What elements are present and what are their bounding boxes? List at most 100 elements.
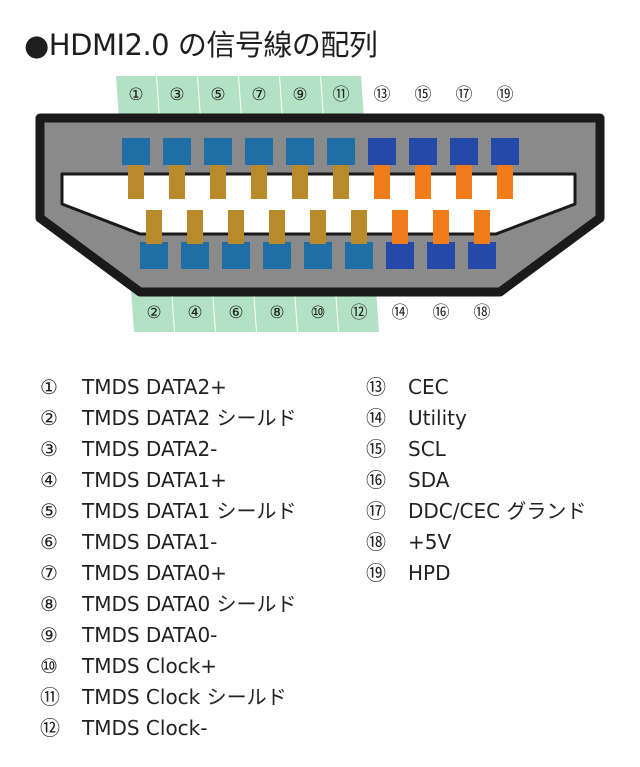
contact-spring-15 — [415, 165, 431, 199]
contact-pad-8 — [263, 242, 291, 269]
pin-label-7: ⑦ — [251, 85, 266, 105]
contact-spring-10 — [310, 210, 326, 244]
legend-signal-label: Utility — [408, 406, 467, 430]
contact-pad-13 — [368, 138, 396, 165]
pin-label-18: ⑱ — [474, 303, 491, 323]
contact-pad-5 — [204, 138, 232, 165]
pin-label-16: ⑯ — [433, 303, 450, 323]
contact-pad-4 — [181, 242, 209, 269]
pin-label-8: ⑧ — [269, 303, 284, 323]
contact-pad-17 — [450, 138, 478, 165]
legend-item: ① TMDS DATA2+ — [40, 375, 227, 399]
contact-spring-8 — [269, 210, 285, 244]
contact-pad-16 — [427, 242, 455, 269]
legend-signal-label: TMDS DATA2+ — [82, 375, 227, 399]
legend-pin-number: ⑤ — [40, 499, 58, 523]
contact-spring-4 — [187, 210, 203, 244]
legend-signal-label: TMDS DATA0- — [82, 623, 218, 647]
legend-signal-label: CEC — [408, 375, 449, 399]
legend-item: ⑪ TMDS Clock シールド — [40, 685, 287, 709]
legend-signal-label: TMDS Clock+ — [82, 654, 218, 678]
contact-spring-13 — [374, 165, 390, 199]
pin-label-4: ④ — [187, 303, 202, 323]
contact-spring-7 — [251, 165, 267, 199]
pin-label-10: ⑩ — [310, 303, 325, 323]
legend-pin-number: ⑨ — [40, 623, 58, 647]
legend-pin-number: ⑥ — [40, 530, 58, 554]
legend-pin-number: ⑮ — [366, 437, 386, 461]
contact-pad-12 — [345, 242, 373, 269]
contact-pad-7 — [245, 138, 273, 165]
legend-pin-number: ② — [40, 406, 58, 430]
legend-item: ⑧ TMDS DATA0 シールド — [40, 592, 297, 616]
pin-label-11: ⑪ — [333, 85, 350, 105]
contact-pad-15 — [409, 138, 437, 165]
contact-pad-19 — [491, 138, 519, 165]
legend-pin-number: ⑪ — [40, 685, 60, 709]
contact-pad-11 — [327, 138, 355, 165]
legend-signal-label: TMDS DATA1 シールド — [82, 499, 297, 523]
pin-label-17: ⑰ — [456, 85, 473, 105]
pin-label-1: ① — [128, 85, 143, 105]
pin-label-9: ⑨ — [292, 85, 307, 105]
legend-signal-label: TMDS Clock- — [82, 716, 208, 740]
contact-spring-1 — [128, 165, 144, 199]
contact-spring-6 — [228, 210, 244, 244]
legend-item: ② TMDS DATA2 シールド — [40, 406, 297, 430]
contact-spring-9 — [292, 165, 308, 199]
contact-spring-14 — [392, 210, 408, 244]
legend-pin-number: ① — [40, 375, 58, 399]
contact-pad-3 — [163, 138, 191, 165]
legend-pin-number: ⑭ — [366, 406, 386, 430]
legend-signal-label: TMDS DATA0+ — [82, 561, 227, 585]
legend-signal-label: HPD — [408, 561, 451, 585]
contact-spring-3 — [169, 165, 185, 199]
legend-signal-label: TMDS DATA0 シールド — [82, 592, 297, 616]
pin-label-14: ⑭ — [392, 303, 409, 323]
legend-pin-number: ⑦ — [40, 561, 58, 585]
pin-label-12: ⑫ — [351, 303, 368, 323]
legend-pin-number: ⑯ — [366, 468, 386, 492]
legend-signal-label: TMDS Clock シールド — [82, 685, 287, 709]
pin-label-19: ⑲ — [497, 85, 514, 105]
legend-pin-number: ⑬ — [366, 375, 386, 399]
legend-signal-label: +5V — [408, 530, 452, 554]
legend-pin-number: ⑲ — [366, 561, 386, 585]
contact-pads — [122, 138, 519, 269]
contact-pad-9 — [286, 138, 314, 165]
contact-pad-18 — [468, 242, 496, 269]
pin-label-5: ⑤ — [210, 85, 225, 105]
legend-item: ⑦ TMDS DATA0+ — [40, 561, 227, 585]
contact-pad-1 — [122, 138, 150, 165]
pin-label-6: ⑥ — [228, 303, 243, 323]
pin-label-15: ⑮ — [415, 85, 432, 105]
contact-springs — [128, 165, 513, 244]
contact-spring-16 — [433, 210, 449, 244]
legend-signal-label: TMDS DATA1+ — [82, 468, 227, 492]
legend-pin-number: ③ — [40, 437, 58, 461]
contact-pad-2 — [140, 242, 168, 269]
legend-pin-number: ⑰ — [366, 499, 386, 523]
legend-signal-label: TMDS DATA2- — [82, 437, 218, 461]
legend-item: ⑱+5V — [366, 530, 451, 554]
contact-pad-14 — [386, 242, 414, 269]
legend-item: ③ TMDS DATA2- — [40, 437, 217, 461]
contact-spring-19 — [497, 165, 513, 199]
contact-spring-18 — [474, 210, 490, 244]
pin-label-2: ② — [146, 303, 161, 323]
page-title: ●HDMI2.0 の信号線の配列 — [24, 28, 378, 62]
legend-item: ⑬ CEC — [366, 375, 449, 399]
contact-pad-6 — [222, 242, 250, 269]
legend-pin-number: ⑧ — [40, 592, 58, 616]
legend-item: ⑨ TMDS DATA0- — [40, 623, 217, 647]
legend-signal-label: TMDS DATA2 シールド — [82, 406, 297, 430]
pin-label-3: ③ — [169, 85, 184, 105]
